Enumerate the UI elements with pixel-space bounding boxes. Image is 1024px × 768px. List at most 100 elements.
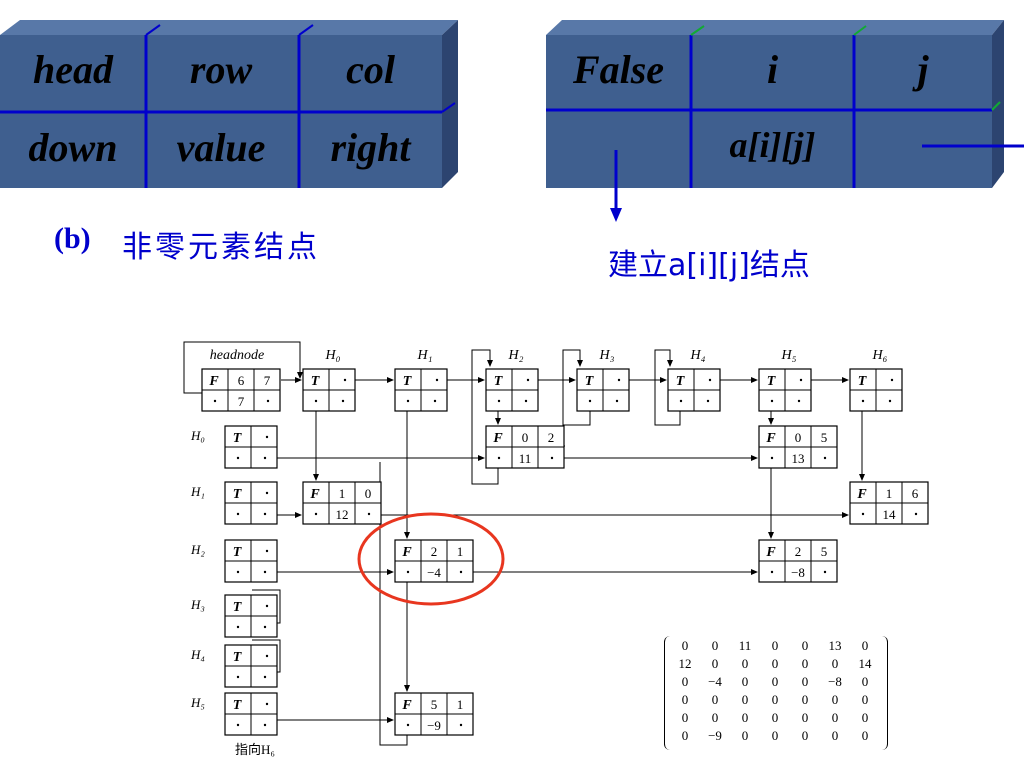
matrix-cell: 0 [861,692,869,707]
field-false: False [572,47,665,92]
row-head-label-5: H₅ [190,695,205,710]
link-col2-loop [471,349,499,485]
matrix-cell: 0 [831,728,839,743]
col-head-label-1: H₁ [417,348,433,363]
flag-t: T [233,545,243,560]
flag-f: F [765,545,776,560]
matrix-cell: 0 [741,656,749,671]
matrix-cell: 0 [771,692,779,707]
matrix-cell: 0 [801,656,809,671]
flag-t: T [233,698,243,713]
matrix-cell: 0 [711,638,719,653]
matrix-cell: 0 [771,656,779,671]
row-head-4: T [224,644,278,688]
col-head-4: T [667,368,721,412]
matrix-cell: 0 [681,728,689,743]
field-i: i [766,47,779,92]
field-head: head [33,47,113,92]
matrix-cell: 0 [741,692,749,707]
flag-f: F [309,487,320,502]
node-col-index: 5 [821,430,828,445]
flag-f: F [401,545,412,560]
node-value: 11 [519,451,532,466]
matrix-cell: 14 [858,656,872,671]
matrix-cell: 0 [801,674,809,689]
col-head-3: T [576,368,630,412]
node-row-index: 1 [886,486,893,501]
row-head-0: T [224,425,278,469]
matrix-cell: 0 [741,710,749,725]
matrix-cell: 0 [801,710,809,725]
row-head-3: T [224,594,278,638]
matrix-cell: 0 [711,656,719,671]
flag-f: F [492,431,503,446]
link-col4-loop [654,349,681,426]
matrix-cell: −4 [708,674,722,689]
col-head-1: T [394,368,448,412]
matrix-cell: −9 [708,728,722,743]
col-head-label-3: H₃ [599,348,615,363]
field-j: j [917,47,929,92]
matrix-cell: 0 [831,692,839,707]
row-head-5: T [224,692,278,736]
field-aij: a[i][j] [729,125,816,165]
row-head-2: T [224,539,278,583]
matrix-cell: 0 [801,638,809,653]
matrix-cell: 0 [681,692,689,707]
matrix-cell: 0 [771,638,779,653]
headnode-label: headnode [210,348,264,363]
row-head-label-2: H₂ [190,542,205,557]
node-row-index: 2 [431,544,438,559]
element-node-3d-frame [0,20,458,188]
flag-t: T [233,431,243,446]
node-value: −9 [427,718,441,733]
node-row-index: 2 [795,544,802,559]
col-head-0: T [302,368,356,412]
field-row: row [189,47,253,92]
flag-t: T [767,374,777,389]
node-value: −8 [791,565,805,580]
caption-b-prefix: (b) [54,222,91,255]
node-row-index: 1 [339,486,346,501]
row-head-label-1: H₁ [190,484,205,499]
field-col: col [346,47,395,92]
row-head-label-4: H₄ [190,647,205,662]
matrix-cell: 0 [681,674,689,689]
flag-t: T [858,374,868,389]
matrix-cell: 0 [861,710,869,725]
caption-b-text: 非零元素结点 [122,230,320,265]
flag-f: F [765,431,776,446]
flag-t: T [403,374,413,389]
matrix-cell: 0 [681,638,689,653]
flag-t: T [233,600,243,615]
matrix-cell: 0 [771,728,779,743]
matrix-cell: 0 [801,728,809,743]
flag-t: T [676,374,686,389]
node-row-index: 0 [522,430,529,445]
col-head-label-2: H₂ [508,348,524,363]
node-value: 14 [883,507,897,522]
link-col1-loop [379,462,408,746]
col-head-label-4: H₄ [690,348,706,363]
flag-f: F [856,487,867,502]
matrix-cell: 13 [828,638,842,653]
matrix-cell: 0 [771,674,779,689]
matrix-cell: 0 [861,638,869,653]
row-head-1: T [224,481,278,525]
field-value: value [176,125,266,170]
link-col3-loop [562,349,591,426]
matrix-cell: 0 [711,710,719,725]
col-head-label-0: H₀ [325,348,341,363]
node-col-index: 0 [365,486,372,501]
flag-f: F [208,374,219,389]
flag-t: T [233,487,243,502]
field-right: right [330,125,411,170]
